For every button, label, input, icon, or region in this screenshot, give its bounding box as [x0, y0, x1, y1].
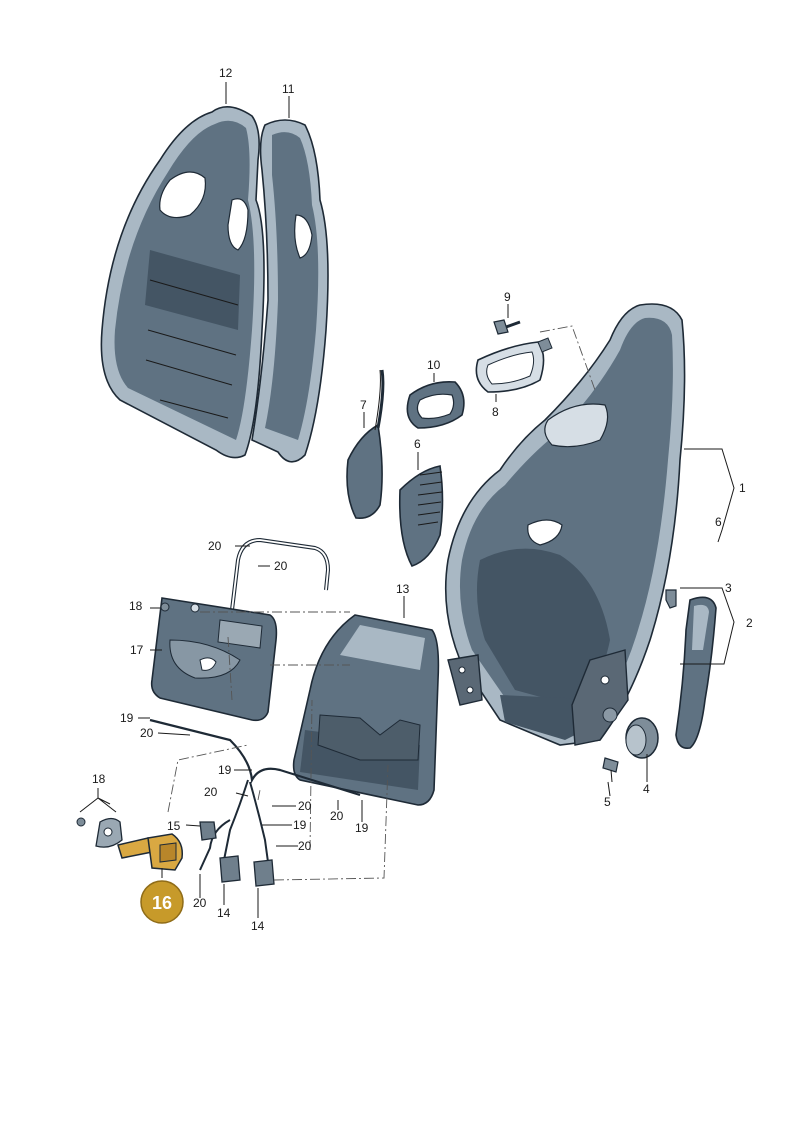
callout-20-a: 20 — [208, 539, 222, 553]
callout-13: 13 — [396, 582, 410, 596]
highlight-badge-16[interactable]: 16 — [140, 880, 184, 924]
callout-15: 15 — [167, 819, 181, 833]
callout-18-upper: 18 — [129, 599, 143, 613]
callout-20-c: 20 — [140, 726, 154, 740]
part-14-connector-left[interactable] — [219, 855, 241, 883]
callout-20-g: 20 — [298, 839, 312, 853]
part-1-seat-shell[interactable] — [444, 303, 686, 746]
callout-20-h: 20 — [193, 896, 207, 910]
callout-20-b: 20 — [274, 559, 288, 573]
callout-1: 1 — [739, 481, 746, 495]
part-3-clip[interactable] — [665, 589, 677, 609]
part-14-connector-right[interactable] — [253, 859, 275, 887]
callout-19-a: 19 — [120, 711, 134, 725]
part-20-wire-frame[interactable] — [230, 537, 331, 611]
callout-17: 17 — [130, 643, 144, 657]
part-8-handle[interactable] — [475, 337, 553, 393]
callout-11: 11 — [282, 82, 295, 96]
callout-5: 5 — [604, 795, 611, 809]
callout-7: 7 — [360, 398, 367, 412]
part-17-cushion-pad[interactable] — [150, 597, 278, 722]
part-18-clamp-lower[interactable] — [76, 817, 123, 848]
part-10-bezel[interactable] — [406, 380, 465, 429]
callout-20-e: 20 — [298, 799, 312, 813]
part-12-backrest-cover[interactable] — [100, 106, 265, 459]
callout-19-b: 19 — [218, 763, 232, 777]
callout-18-lower: 18 — [92, 772, 106, 786]
part-9-bolt[interactable] — [493, 319, 521, 335]
part-16-sensor-highlighted[interactable] — [117, 833, 184, 871]
callout-labels: 12 11 9 10 8 7 6 1 6 3 2 13 20 20 18 17 … — [92, 66, 753, 933]
dash-dot-leaders — [167, 325, 596, 881]
callout-4: 4 — [643, 782, 650, 796]
callout-2: 2 — [746, 616, 753, 630]
callout-19-c: 19 — [355, 821, 369, 835]
part-6-vent-panel[interactable] — [398, 465, 444, 567]
callout-10: 10 — [427, 358, 441, 372]
part-18-grommet-upper[interactable] — [160, 602, 170, 612]
leader-lines — [79, 82, 735, 918]
callout-8: 8 — [492, 405, 499, 419]
callout-19-d: 19 — [293, 818, 307, 832]
part-7-side-panel[interactable] — [346, 369, 385, 520]
part-2-side-trim[interactable] — [675, 596, 717, 750]
callout-6-vent: 6 — [414, 437, 421, 451]
callout-14-a: 14 — [217, 906, 231, 920]
callout-12: 12 — [219, 66, 233, 80]
highlight-badge-label: 16 — [152, 893, 172, 913]
part-13-seat-cushion[interactable] — [292, 614, 440, 806]
callout-3: 3 — [725, 581, 732, 595]
part-15-connector[interactable] — [199, 821, 217, 841]
part-19-wire-harness[interactable] — [149, 718, 361, 871]
part-11-backrest-padding[interactable] — [251, 119, 329, 463]
callout-20-f: 20 — [330, 809, 344, 823]
part-5-screw[interactable] — [602, 757, 619, 783]
part-4-adjuster-knob[interactable] — [625, 717, 659, 759]
callout-14-b: 14 — [251, 919, 265, 933]
callout-20-d: 20 — [204, 785, 218, 799]
callout-9: 9 — [504, 290, 511, 304]
callout-6-shell: 6 — [715, 515, 722, 529]
